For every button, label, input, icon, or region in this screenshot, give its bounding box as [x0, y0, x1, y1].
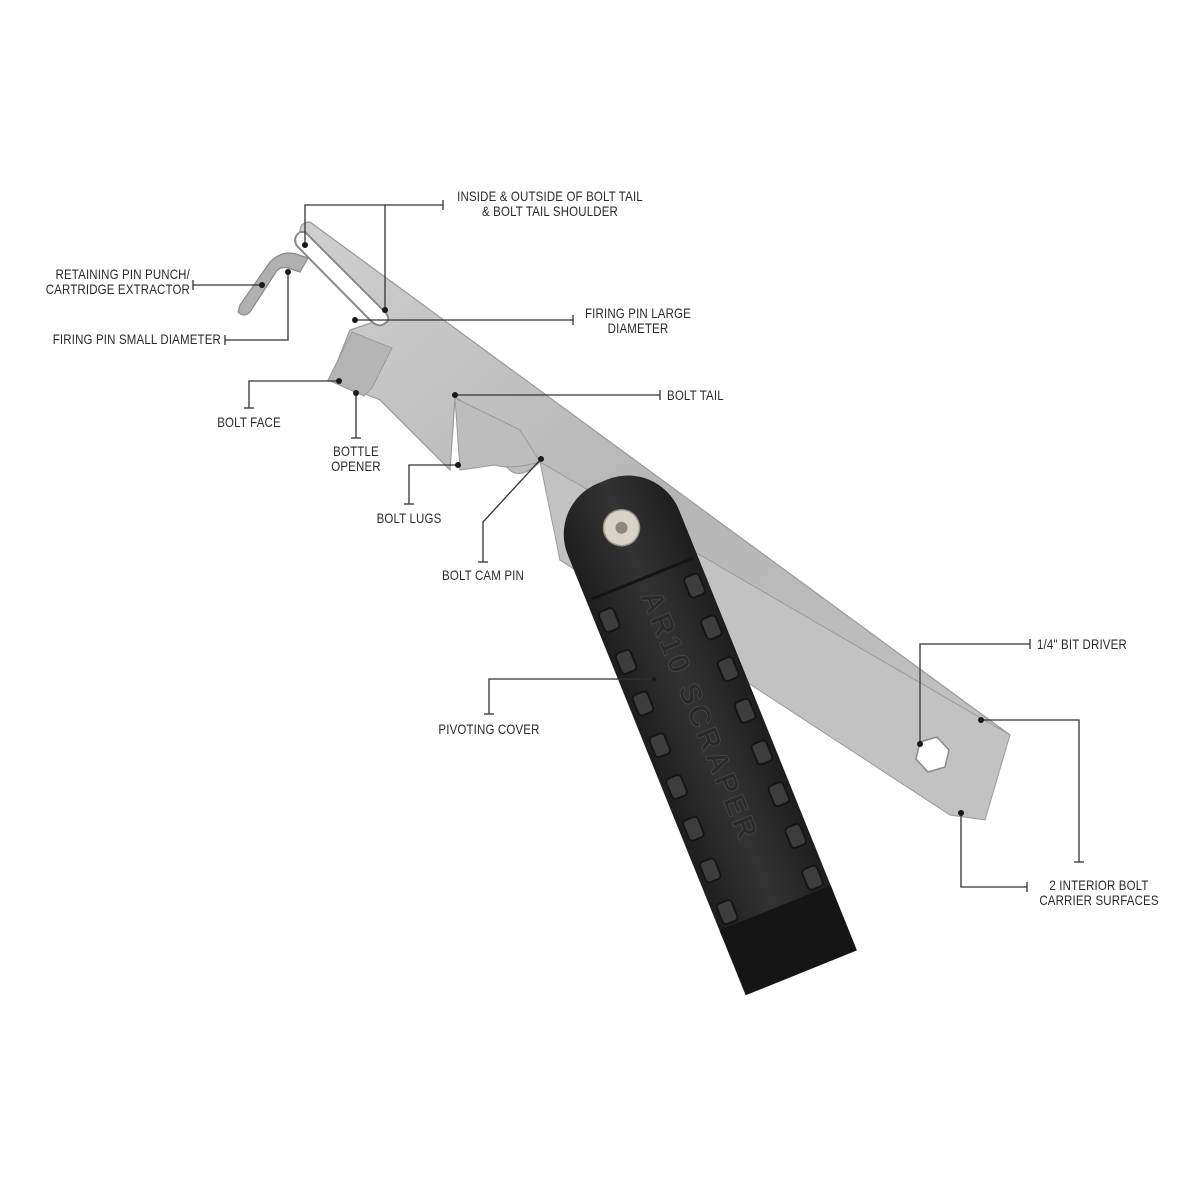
callout-retaining-pin-punch: RETAINING PIN PUNCH/ CARTRIDGE EXTRACTOR — [34, 267, 190, 297]
callout-line: 2 INTERIOR BOLT — [1049, 877, 1149, 893]
leader-dots — [259, 242, 984, 816]
callout-firing-pin-small: FIRING PIN SMALL DIAMETER — [40, 332, 221, 347]
callout-line: & BOLT TAIL SHOULDER — [482, 203, 618, 219]
callout-line: 1/4" BIT DRIVER — [1037, 636, 1127, 652]
callout-bolt-cam-pin: BOLT CAM PIN — [434, 568, 532, 583]
callout-line: BOTTLE — [333, 443, 379, 459]
callout-bolt-face: BOLT FACE — [208, 415, 290, 430]
callout-bolt-tail-inside-outside: INSIDE & OUTSIDE OF BOLT TAIL & BOLT TAI… — [452, 189, 649, 219]
callout-line: INSIDE & OUTSIDE OF BOLT TAIL — [457, 188, 643, 204]
pivoting-cover: AR10 SCRAPER — [563, 475, 857, 996]
callout-line: RETAINING PIN PUNCH/ — [55, 266, 191, 282]
callout-line: OPENER — [331, 458, 381, 474]
callout-bit-driver: 1/4" BIT DRIVER — [1037, 637, 1127, 652]
callout-line: DIAMETER — [607, 320, 669, 336]
callout-line: FIRING PIN SMALL DIAMETER — [52, 331, 221, 347]
callout-bottle-opener: BOTTLE OPENER — [323, 444, 389, 474]
hex-bit-driver-hole — [915, 736, 950, 773]
callout-line: CARTRIDGE EXTRACTOR — [45, 281, 190, 297]
callout-line: BOLT FACE — [217, 414, 281, 430]
callout-line: FIRING PIN LARGE — [585, 305, 691, 321]
callout-bolt-lugs: BOLT LUGS — [368, 511, 450, 526]
callout-line: BOLT CAM PIN — [442, 567, 524, 583]
callout-bolt-tail: BOLT TAIL — [667, 388, 724, 403]
callout-line: BOLT TAIL — [667, 387, 724, 403]
callout-bolt-carrier-surfaces: 2 INTERIOR BOLT CARRIER SURFACES — [1033, 878, 1164, 908]
callout-line: CARRIER SURFACES — [1039, 892, 1159, 908]
callout-line: BOLT LUGS — [376, 510, 442, 526]
callout-pivoting-cover: PIVOTING COVER — [432, 722, 547, 737]
callout-firing-pin-large: FIRING PIN LARGE DIAMETER — [581, 306, 696, 336]
callout-line: PIVOTING COVER — [438, 721, 540, 737]
leader-lines — [192, 200, 1084, 892]
